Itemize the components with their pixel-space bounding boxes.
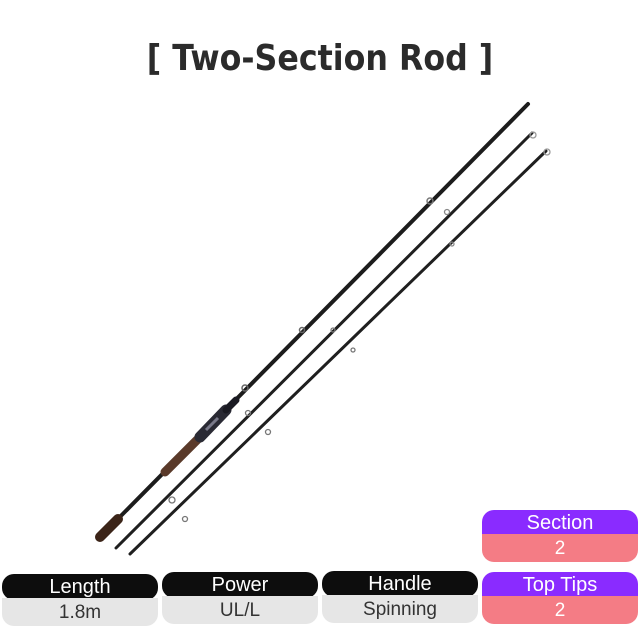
spec-length: Length 1.8m xyxy=(2,574,158,626)
spec-section-label: Section xyxy=(482,510,638,536)
spec-length-value: 1.8m xyxy=(2,598,158,626)
page-title: [ Two-Section Rod ] xyxy=(146,38,494,79)
spec-section: Section 2 xyxy=(482,510,638,562)
spec-power-value: UL/L xyxy=(162,596,318,624)
spec-length-label: Length xyxy=(2,574,158,600)
spec-top-tips: Top Tips 2 xyxy=(482,572,638,624)
spec-section-value: 2 xyxy=(482,534,638,562)
spec-handle: Handle Spinning xyxy=(322,571,478,623)
spec-top-tips-value: 2 xyxy=(482,596,638,624)
tip-section-2 xyxy=(128,148,551,556)
tip-section-1 xyxy=(114,131,537,550)
spec-handle-value: Spinning xyxy=(322,595,478,623)
butt-section xyxy=(95,102,530,542)
spec-top-tips-label: Top Tips xyxy=(482,572,638,598)
spec-handle-label: Handle xyxy=(322,571,478,597)
spec-power: Power UL/L xyxy=(162,572,318,624)
spec-power-label: Power xyxy=(162,572,318,598)
